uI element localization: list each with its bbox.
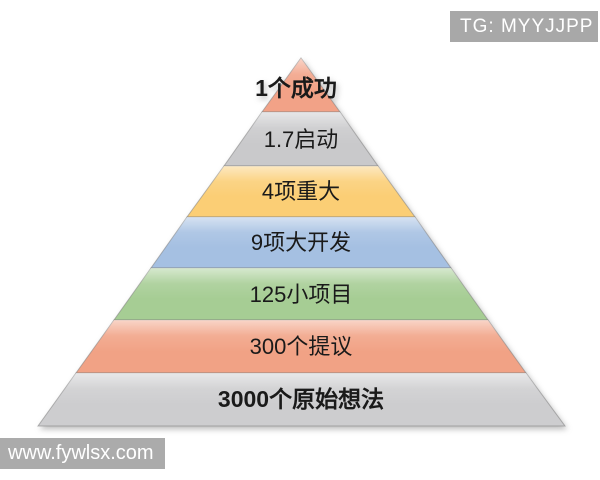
pyramid-level-2-label: 1.7启动	[264, 127, 339, 152]
telegram-contact-badge: TG: MYYJJPP	[450, 11, 598, 42]
pyramid-level-6-label: 300个提议	[250, 334, 353, 359]
pyramid-level-5-label: 125小项目	[250, 282, 353, 307]
pyramid-level-7-label: 3000个原始想法	[218, 386, 384, 412]
pyramid-level-3-label: 4项重大	[262, 179, 340, 204]
pyramid-level-4-label: 9项大开发	[251, 230, 351, 255]
website-watermark: www.fywlsx.com	[0, 438, 165, 469]
pyramid-level-1-label: 1个成功	[255, 75, 337, 101]
